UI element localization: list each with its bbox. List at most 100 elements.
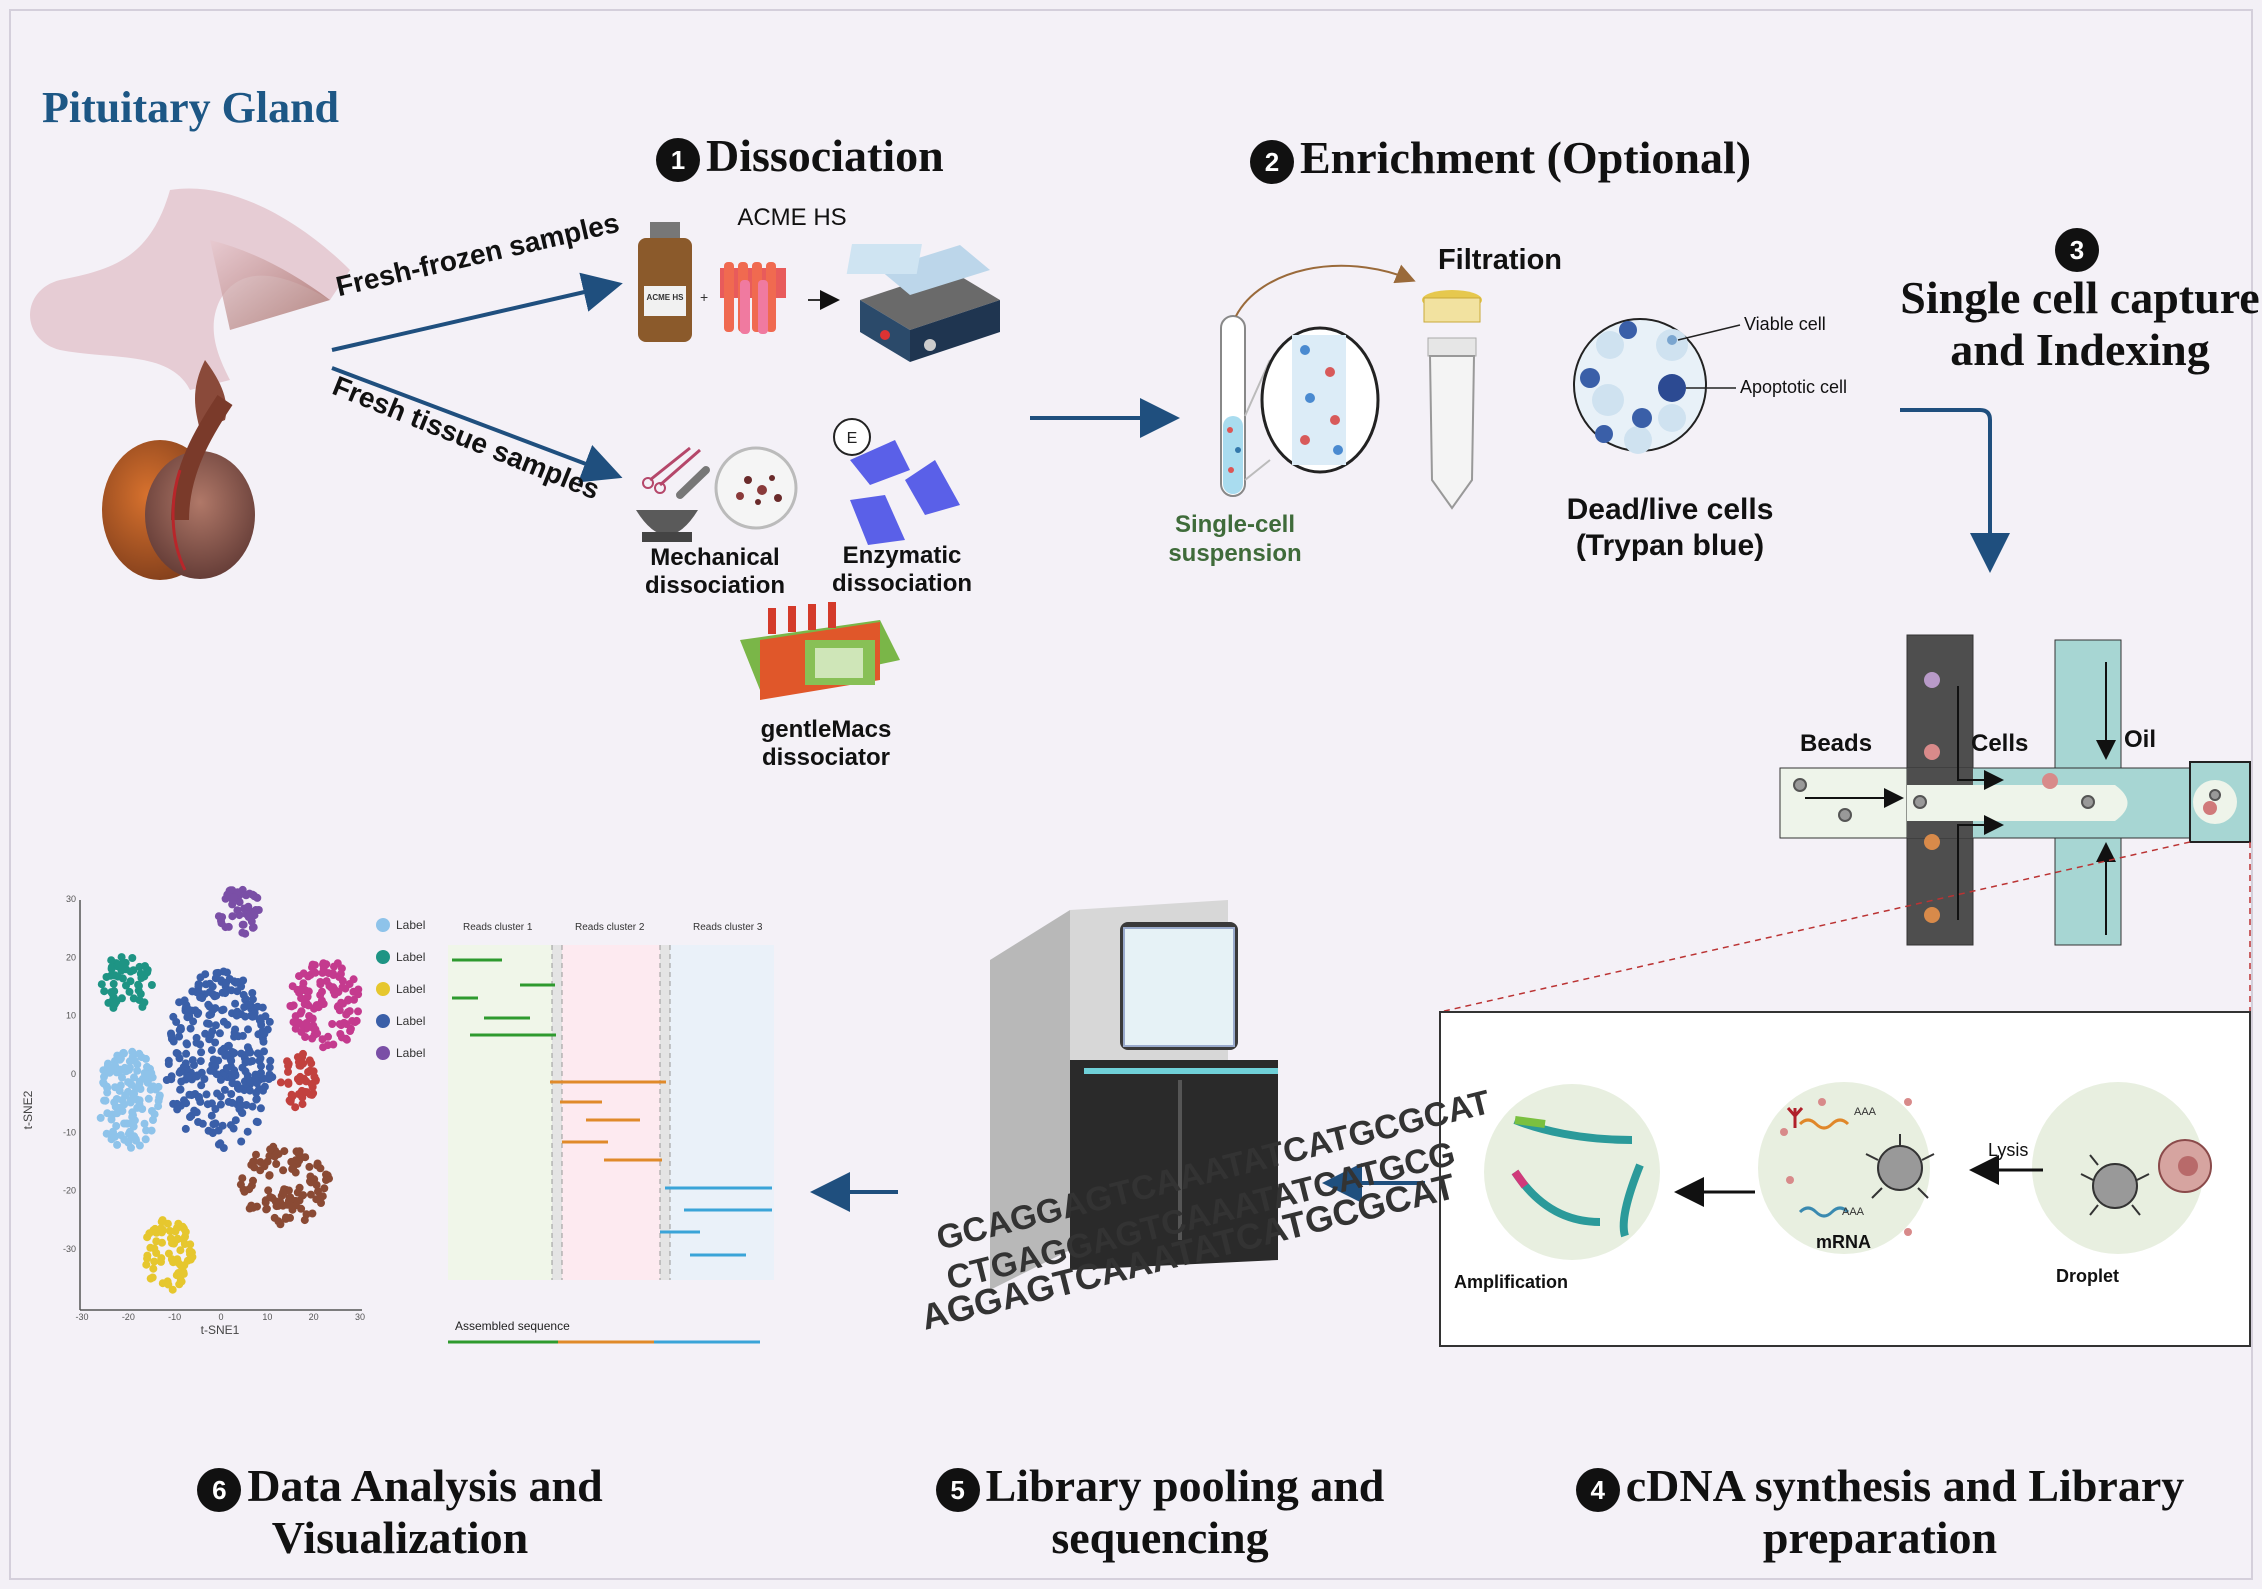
tsne-point xyxy=(130,1056,139,1065)
tsne-point xyxy=(146,1243,155,1252)
tsne-point xyxy=(284,1078,293,1087)
tsne-point xyxy=(299,1059,308,1068)
tsne-point xyxy=(176,1246,185,1255)
tsne-point xyxy=(105,1068,114,1077)
tsne-point xyxy=(297,986,306,995)
tsne-point xyxy=(244,1025,252,1034)
tsne-point xyxy=(338,976,347,985)
tsne-ytick: -10 xyxy=(63,1127,76,1137)
tsne-point xyxy=(279,1188,287,1197)
tsne-point xyxy=(250,1012,259,1021)
petri-dish-icon xyxy=(714,446,798,530)
tsne-xtick: -20 xyxy=(122,1312,135,1322)
tsne-point xyxy=(269,1142,278,1151)
tsne-point xyxy=(263,1157,272,1166)
tsne-point xyxy=(182,1049,191,1058)
tsne-point xyxy=(173,1049,182,1058)
tsne-point xyxy=(183,1013,192,1022)
tsne-point xyxy=(96,1113,105,1122)
tsne-point xyxy=(239,976,248,985)
tsne-point xyxy=(256,1104,265,1113)
tsne-point xyxy=(129,966,138,975)
tsne-point xyxy=(111,971,119,980)
tsne-point xyxy=(192,1108,201,1117)
assembled-sequence-label: Assembled sequence xyxy=(455,1319,570,1333)
step-3-label-2: and Indexing xyxy=(1950,324,2210,376)
tsne-point xyxy=(168,1285,177,1294)
step-4-label-1: cDNA synthesis and Library xyxy=(1625,1460,2185,1511)
tsne-point xyxy=(211,1038,220,1047)
tsne-point xyxy=(207,1046,216,1055)
tsne-point xyxy=(306,1172,315,1181)
tsne-point xyxy=(129,994,138,1003)
tsne-point xyxy=(350,995,358,1004)
tsne-point xyxy=(169,1099,178,1108)
tsne-point xyxy=(221,989,230,998)
tsne-point xyxy=(265,1017,274,1026)
tsne-point xyxy=(244,902,253,911)
fresh-arrow xyxy=(331,366,623,483)
tsne-point xyxy=(148,1107,156,1115)
tsne-point xyxy=(219,1017,228,1026)
tsne-point xyxy=(135,1049,144,1058)
tsne-point xyxy=(300,1216,309,1225)
tsne-point xyxy=(224,922,233,931)
tsne-ytick: 30 xyxy=(66,894,76,904)
tsne-point xyxy=(220,1085,229,1094)
tsne-point xyxy=(186,1255,195,1264)
tsne-point xyxy=(295,1147,304,1156)
scissors-icon xyxy=(642,446,701,494)
tsne-point xyxy=(304,972,313,981)
tsne-point xyxy=(187,1091,196,1100)
tsne-point xyxy=(302,1019,311,1027)
tsne-point xyxy=(301,1033,310,1041)
droplet-icon xyxy=(2080,1139,2212,1216)
tsne-point xyxy=(231,1070,240,1078)
tsne-point xyxy=(143,1062,151,1071)
tsne-point xyxy=(233,1010,242,1019)
tsne-point xyxy=(322,1170,330,1179)
tsne-point xyxy=(264,1186,273,1195)
tsne-point xyxy=(227,1090,236,1098)
tsne-point xyxy=(308,960,317,969)
tsne-point xyxy=(314,1187,322,1196)
tsne-point xyxy=(138,1105,147,1113)
tsne-point xyxy=(265,1171,274,1180)
reads-cluster-1: Reads cluster 1 xyxy=(463,922,533,933)
tsne-point xyxy=(182,1039,191,1048)
tsne-ytick: -30 xyxy=(63,1244,76,1254)
tsne-xlabel: t-SNE1 xyxy=(201,1323,240,1337)
tsne-point xyxy=(302,1088,311,1097)
tsne-point xyxy=(312,1001,321,1010)
tsne-point xyxy=(158,1238,166,1247)
tsne-point xyxy=(335,1020,344,1029)
mechanical-line-2: dissociation xyxy=(644,572,786,599)
tsne-point xyxy=(207,1010,216,1019)
tsne-xtick: -10 xyxy=(168,1312,181,1322)
tsne-point xyxy=(214,1126,223,1135)
tsne-point xyxy=(167,1031,176,1040)
tsne-point xyxy=(143,1254,152,1263)
tsne-point xyxy=(246,1078,254,1087)
tsne-point xyxy=(242,891,251,900)
tsne-point xyxy=(238,920,247,929)
tsne-point xyxy=(222,978,231,987)
tsne-point xyxy=(313,1029,322,1038)
tsne-ytick: 10 xyxy=(66,1011,76,1021)
tsne-point xyxy=(318,987,326,996)
sequencer-icon xyxy=(990,900,1278,1290)
legend-swatch xyxy=(376,950,390,964)
tsne-point xyxy=(97,980,106,989)
tsne-point xyxy=(141,962,149,971)
tsne-point xyxy=(134,982,143,990)
tsne-point xyxy=(176,1261,185,1270)
tsne-point xyxy=(222,1064,231,1073)
filtration-label: Filtration xyxy=(1437,244,1563,276)
tsne-point xyxy=(311,968,320,977)
legend-label: Label xyxy=(396,918,425,932)
tsne-point xyxy=(113,1140,122,1149)
tsne-point xyxy=(205,1035,214,1044)
